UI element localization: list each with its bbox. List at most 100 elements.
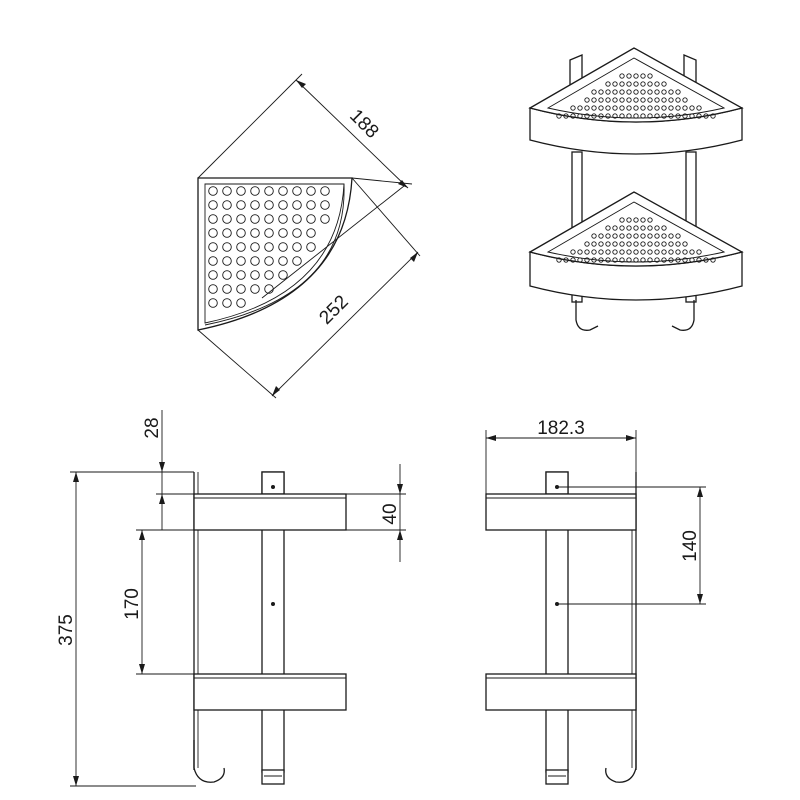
- side-view-total-arrow-a: [73, 472, 79, 482]
- top-view-diag-ext-1: [197, 329, 277, 399]
- drain-hole: [633, 249, 639, 255]
- drain-hole: [612, 97, 618, 103]
- drain-hole: [278, 256, 288, 266]
- side-view-rim-arrow-a: [159, 462, 165, 472]
- drain-hole: [584, 257, 590, 263]
- drain-hole: [208, 228, 218, 238]
- drain-hole: [647, 113, 653, 119]
- iso-lower-shelf: [528, 191, 744, 301]
- drain-hole: [612, 89, 618, 95]
- drain-hole: [654, 97, 660, 103]
- drain-hole: [626, 225, 632, 231]
- drain-hole: [598, 233, 604, 239]
- drain-hole: [647, 217, 653, 223]
- drain-hole: [222, 228, 232, 238]
- drain-hole: [619, 81, 625, 87]
- drain-hole: [710, 257, 716, 263]
- drain-hole: [696, 105, 702, 111]
- drain-hole: [222, 284, 232, 294]
- drain-hole: [591, 233, 597, 239]
- drain-hole: [675, 105, 681, 111]
- drain-hole: [675, 89, 681, 95]
- drain-hole: [306, 242, 316, 252]
- drain-hole: [612, 233, 618, 239]
- top-view-diag-ext-2: [351, 177, 421, 257]
- front-view-hole-spacing-label: 140: [680, 530, 701, 562]
- drain-hole: [292, 200, 302, 210]
- drain-hole: [661, 225, 667, 231]
- drain-hole: [591, 257, 597, 263]
- front-view-rail-foot: [545, 769, 569, 785]
- side-view: 375 170 28 40: [56, 410, 406, 787]
- drain-hole: [654, 81, 660, 87]
- top-view-diagonal-label: 252: [315, 291, 352, 328]
- drain-hole: [703, 257, 709, 263]
- drain-hole: [605, 81, 611, 87]
- drain-hole: [647, 97, 653, 103]
- drain-hole: [612, 257, 618, 263]
- side-view-total-arrow-b: [73, 776, 79, 786]
- drain-hole: [605, 113, 611, 119]
- drain-hole: [654, 105, 660, 111]
- drain-hole: [236, 214, 246, 224]
- drain-hole: [661, 89, 667, 95]
- side-view-shelf-height-label: 40: [380, 503, 401, 524]
- drain-hole: [236, 270, 246, 280]
- drain-hole: [633, 81, 639, 87]
- drain-hole: [633, 113, 639, 119]
- drain-hole: [640, 249, 646, 255]
- drain-hole: [682, 257, 688, 263]
- drain-hole: [605, 89, 611, 95]
- drain-hole: [577, 105, 583, 111]
- drain-hole: [640, 73, 646, 79]
- drain-hole: [591, 241, 597, 247]
- drain-hole: [612, 105, 618, 111]
- drain-hole: [633, 97, 639, 103]
- drain-hole: [292, 242, 302, 252]
- drain-hole: [605, 257, 611, 263]
- drain-hole: [556, 257, 562, 263]
- drain-hole: [292, 228, 302, 238]
- drain-hole: [584, 113, 590, 119]
- drain-hole: [619, 225, 625, 231]
- drain-hole: [675, 97, 681, 103]
- drain-hole: [208, 298, 218, 308]
- side-view-mid-hole: [271, 602, 275, 606]
- drain-hole: [605, 97, 611, 103]
- drain-hole: [682, 249, 688, 255]
- drain-hole: [703, 113, 709, 119]
- drain-hole: [619, 233, 625, 239]
- drain-hole: [696, 257, 702, 263]
- drain-hole: [264, 214, 274, 224]
- drain-hole: [661, 113, 667, 119]
- drain-hole: [584, 249, 590, 255]
- isometric-view: [528, 47, 744, 331]
- drain-hole: [306, 186, 316, 196]
- drain-hole: [689, 105, 695, 111]
- drain-hole: [278, 242, 288, 252]
- side-view-upper-shelf: [193, 493, 347, 531]
- drain-hole: [626, 233, 632, 239]
- drain-hole: [647, 241, 653, 247]
- drain-hole: [306, 228, 316, 238]
- drain-hole: [577, 113, 583, 119]
- drain-hole: [598, 89, 604, 95]
- drain-hole: [626, 257, 632, 263]
- drain-hole: [640, 97, 646, 103]
- drain-hole: [619, 257, 625, 263]
- front-view: 182.3 140: [485, 418, 706, 785]
- top-view-depth-dim-line: [295, 79, 409, 189]
- top-view-shelf-inner: [204, 183, 345, 324]
- drain-hole: [236, 200, 246, 210]
- drain-hole: [570, 249, 576, 255]
- drain-hole: [626, 89, 632, 95]
- drain-hole: [661, 249, 667, 255]
- drain-hole: [654, 249, 660, 255]
- drain-hole: [605, 249, 611, 255]
- drain-hole: [612, 113, 618, 119]
- drain-hole: [222, 186, 232, 196]
- drain-hole: [640, 89, 646, 95]
- drain-hole: [264, 256, 274, 266]
- drain-hole: [264, 200, 274, 210]
- drain-hole: [675, 249, 681, 255]
